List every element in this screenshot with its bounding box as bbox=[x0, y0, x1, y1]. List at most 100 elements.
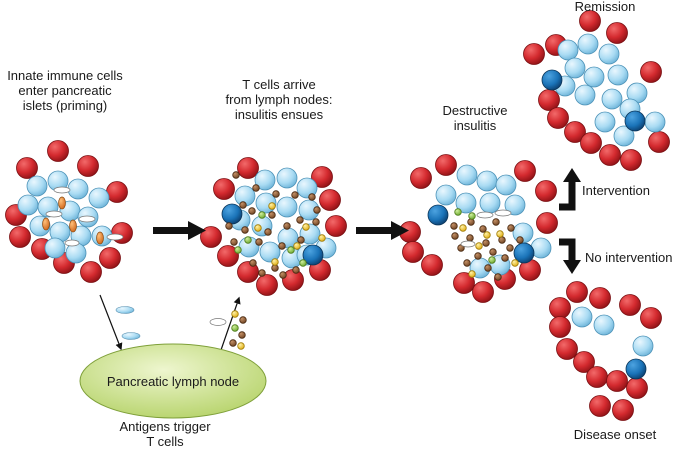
beta-cell bbox=[77, 155, 99, 177]
beta-cell bbox=[619, 294, 641, 316]
t-cell bbox=[479, 225, 487, 233]
beta-cell bbox=[579, 10, 601, 32]
alpha-cell bbox=[613, 125, 635, 147]
alpha-cell bbox=[598, 43, 620, 65]
t-cell bbox=[293, 242, 301, 250]
disease-onset-label: Disease onset bbox=[573, 427, 657, 442]
t-cell bbox=[489, 248, 497, 256]
beta-cell bbox=[47, 140, 69, 162]
alpha-cell bbox=[644, 111, 666, 133]
alpha-cell bbox=[276, 196, 298, 218]
antigen-fragment bbox=[460, 240, 476, 248]
beta-cell bbox=[435, 154, 457, 176]
t-cell bbox=[248, 207, 256, 215]
beta-cell bbox=[580, 132, 602, 154]
alpha-cell bbox=[594, 111, 616, 133]
beta-cell bbox=[311, 166, 333, 188]
t-cell bbox=[254, 224, 262, 232]
alpha-cell bbox=[259, 241, 281, 263]
beta-cell bbox=[640, 61, 662, 83]
alpha-cell bbox=[26, 175, 48, 197]
islet-priming bbox=[5, 140, 133, 283]
antigen-fragment bbox=[494, 209, 512, 217]
beta-cell bbox=[9, 226, 31, 248]
beta-cell bbox=[237, 157, 259, 179]
alpha-cell bbox=[495, 174, 517, 196]
beta-cell bbox=[325, 215, 347, 237]
remission-label: Remission bbox=[574, 0, 636, 14]
t-cell bbox=[239, 201, 247, 209]
t-cell bbox=[287, 246, 295, 254]
arrow-stage1-to-2 bbox=[153, 221, 206, 240]
t-cell bbox=[488, 256, 496, 264]
islet-insulitis bbox=[200, 157, 347, 296]
alpha-cell bbox=[577, 33, 599, 55]
t-cell bbox=[308, 193, 316, 201]
antigen-fragment bbox=[64, 239, 80, 247]
alpha-cell bbox=[601, 88, 623, 110]
alpha-cell bbox=[571, 306, 593, 328]
alpha-cell bbox=[276, 167, 298, 189]
macrophage bbox=[58, 196, 66, 210]
alpha-cell bbox=[456, 164, 478, 186]
beta-cell bbox=[566, 281, 588, 303]
beta-cell bbox=[453, 272, 475, 294]
beta-cell bbox=[589, 287, 611, 309]
no-intervention-label: No intervention bbox=[585, 250, 673, 265]
t-cell bbox=[271, 258, 279, 266]
beta-cell bbox=[599, 144, 621, 166]
t-cell bbox=[297, 236, 305, 244]
t-cell bbox=[507, 224, 515, 232]
t-cell bbox=[318, 234, 326, 242]
t-cell bbox=[232, 171, 240, 179]
t-cell bbox=[225, 222, 233, 230]
t-cell bbox=[234, 246, 242, 254]
t-cell bbox=[299, 259, 307, 267]
arrow-stage2-to-3 bbox=[356, 221, 409, 240]
t-cell bbox=[492, 218, 500, 226]
t-cell bbox=[474, 252, 482, 260]
antigen-fragment bbox=[476, 211, 494, 219]
t-cell bbox=[466, 234, 474, 242]
alpha-cell bbox=[476, 170, 498, 192]
dendritic-cell bbox=[541, 69, 563, 91]
t-cell bbox=[292, 266, 300, 274]
beta-cell bbox=[16, 157, 38, 179]
t-cell bbox=[494, 273, 502, 281]
beta-cell bbox=[514, 160, 536, 182]
alpha-cell bbox=[254, 169, 276, 191]
arrow-from-lymph-node bbox=[220, 296, 241, 351]
beta-cell bbox=[217, 245, 239, 267]
lymph-node-label: Pancreatic lymph node bbox=[106, 374, 240, 389]
alpha-cell bbox=[88, 187, 110, 209]
beta-cell bbox=[535, 180, 557, 202]
beta-cell bbox=[472, 281, 494, 303]
t-cells-leaving-node bbox=[209, 310, 247, 350]
islet-destructive bbox=[399, 154, 558, 303]
antigen-fragment bbox=[78, 215, 96, 223]
t-cell bbox=[482, 239, 490, 247]
beta-cell bbox=[564, 121, 586, 143]
t-cell bbox=[468, 270, 476, 278]
t-cell bbox=[231, 324, 239, 332]
t-cell bbox=[496, 230, 504, 238]
pancreatic-lymph-node bbox=[79, 343, 267, 419]
alpha-cell bbox=[557, 39, 579, 61]
arrow-intervention bbox=[559, 168, 581, 211]
beta-cell bbox=[549, 297, 571, 319]
alpha-cell bbox=[455, 192, 477, 214]
beta-cell bbox=[549, 316, 571, 338]
beta-cell bbox=[256, 274, 278, 296]
beta-cell bbox=[80, 261, 102, 283]
t-cell bbox=[302, 223, 310, 231]
beta-cell bbox=[410, 167, 432, 189]
t-cell bbox=[279, 271, 287, 279]
t-cell bbox=[291, 191, 299, 199]
dendritic-cell bbox=[513, 242, 535, 264]
t-cell bbox=[268, 211, 276, 219]
